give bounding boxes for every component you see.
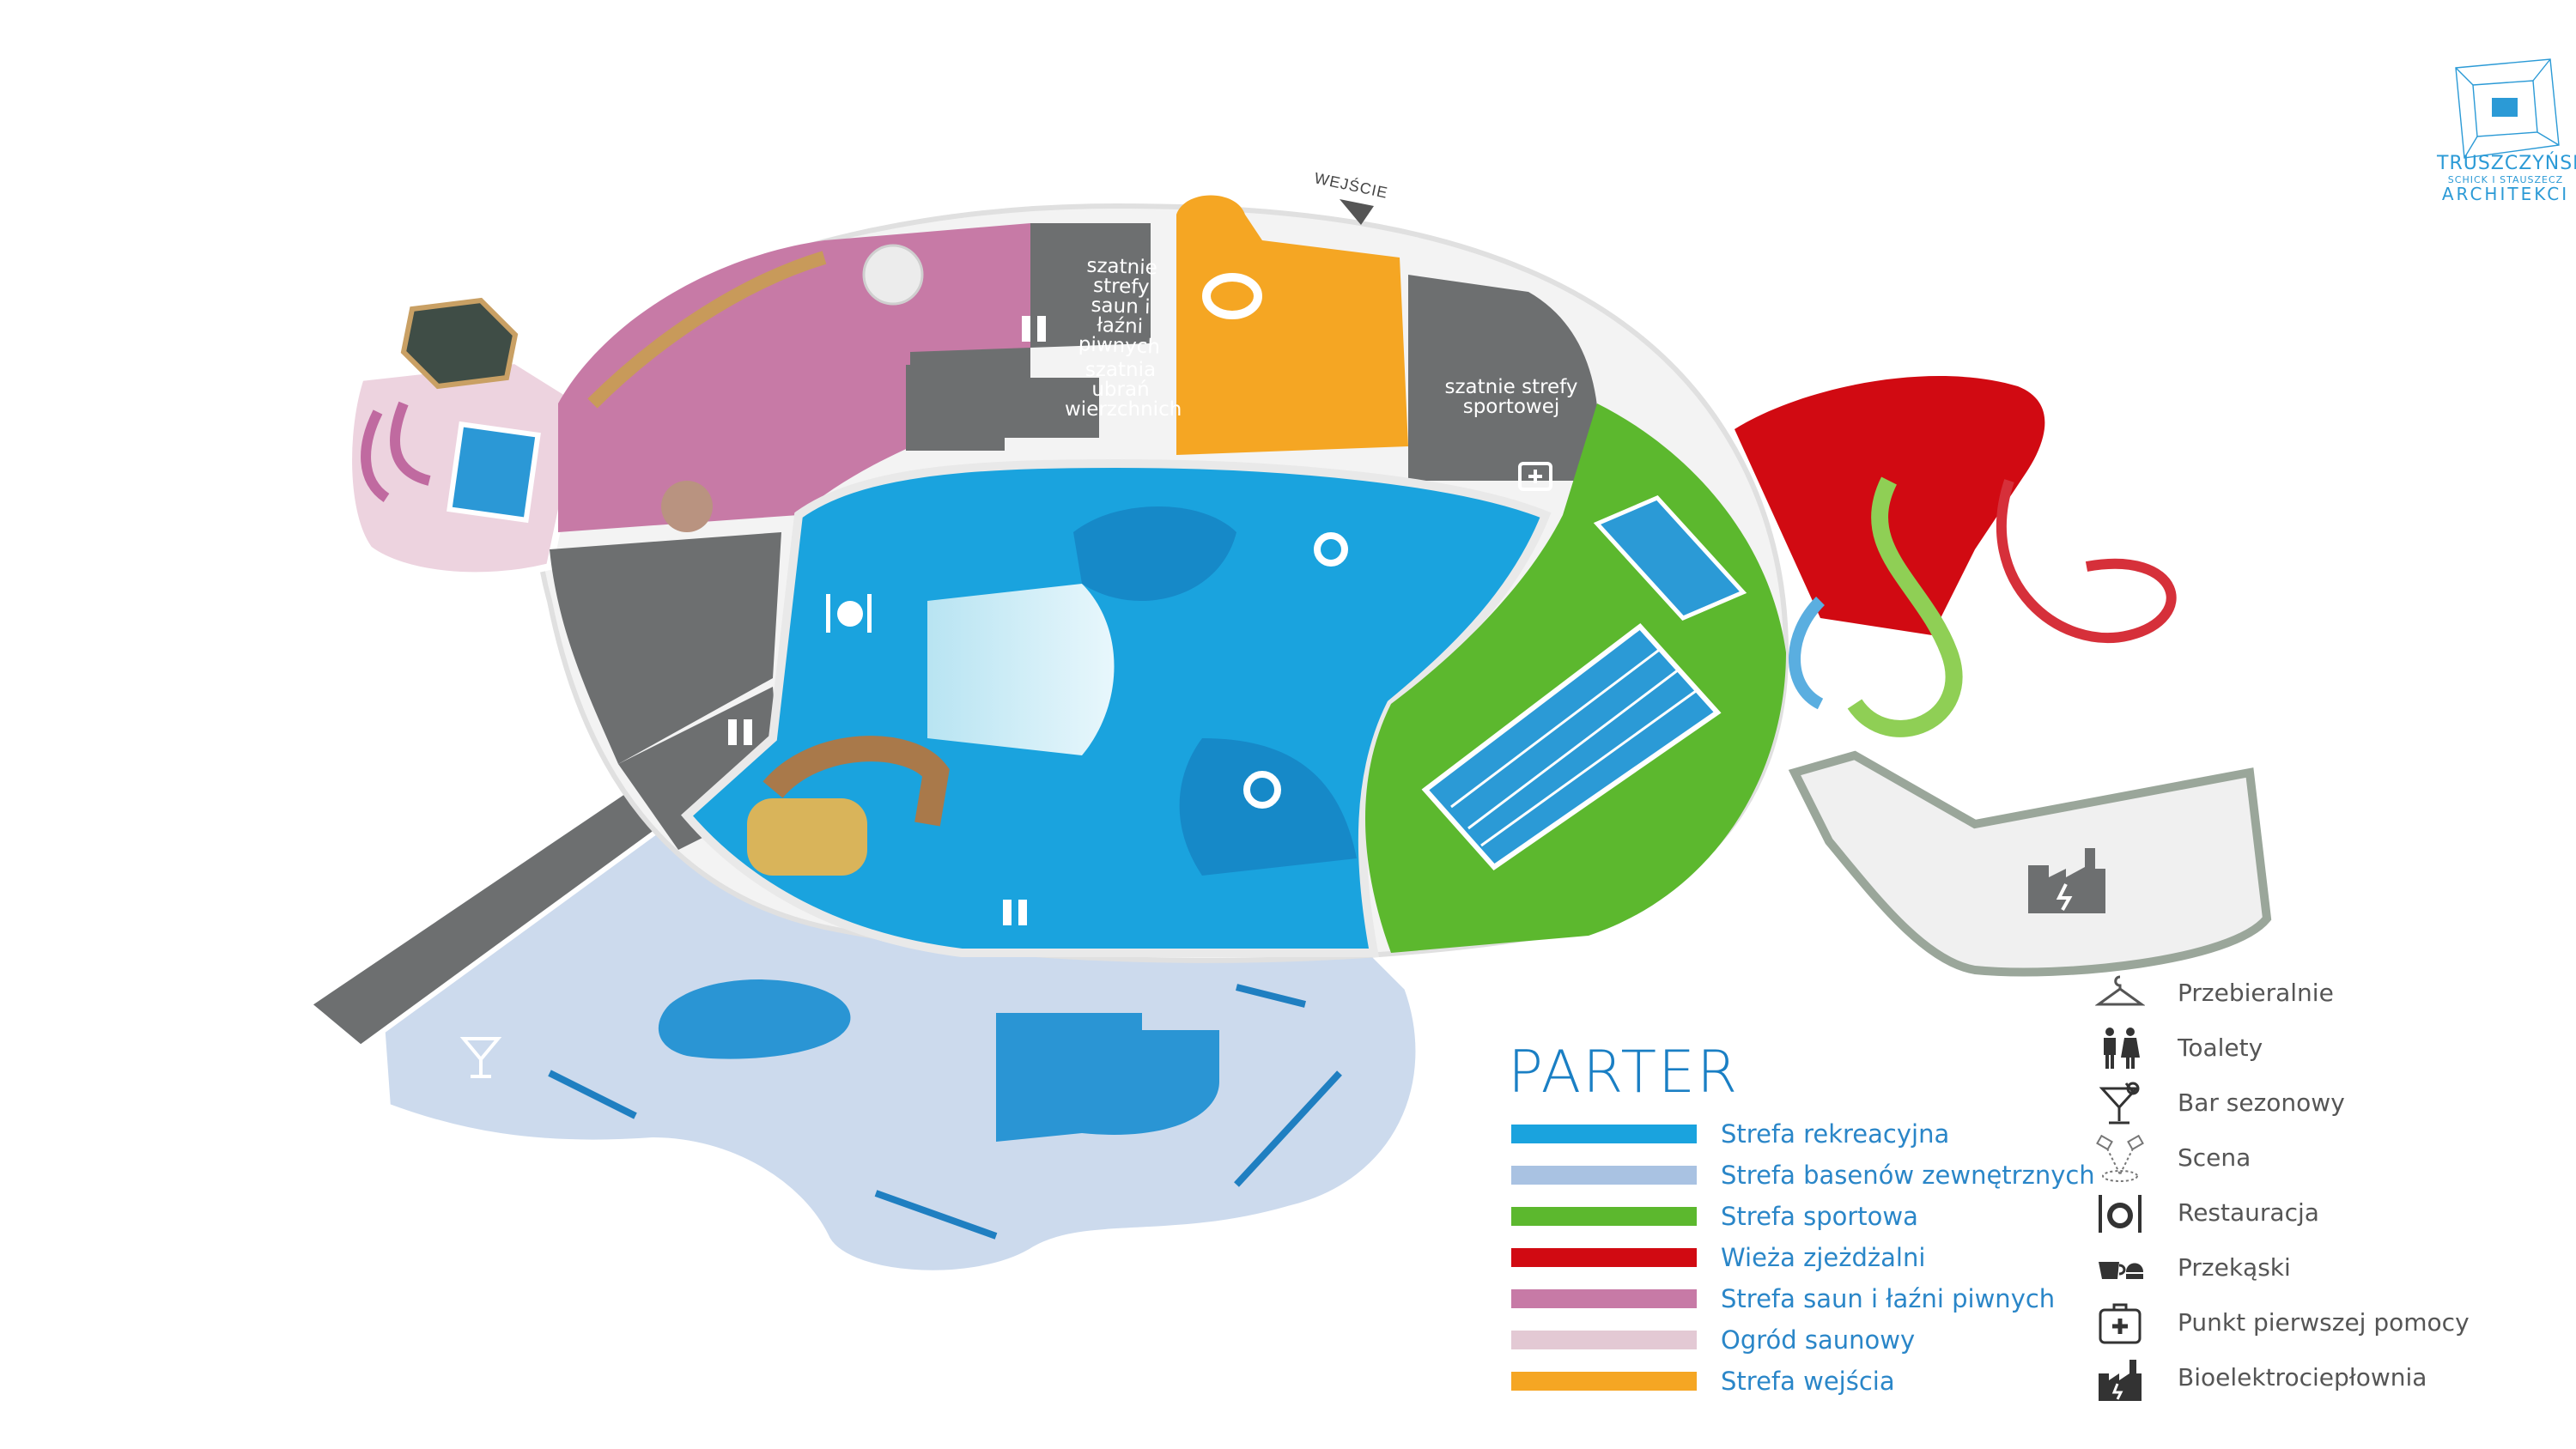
icon-label: Przekąski — [2178, 1253, 2291, 1282]
cocktail-icon-map — [459, 1037, 502, 1078]
sauna-zone — [558, 223, 1030, 532]
restaurant-icon-map — [826, 594, 872, 633]
icon-label: Toalety — [2178, 1034, 2263, 1062]
sport-changing-label: szatnie strefy sportowej — [1444, 376, 1578, 418]
outerwear-changing-label: szatnia ubrań wierzchnich — [1065, 359, 1182, 421]
sauna-changing-label: szatnie strefy saun i łaźni piwnych — [1078, 254, 1161, 359]
icon-label: Przebieralnie — [2178, 979, 2334, 1007]
power-plant-icon — [2099, 1360, 2142, 1401]
hanger-icon — [2095, 975, 2145, 1006]
zone-swatch — [1511, 1248, 1697, 1267]
gazebo — [400, 297, 519, 390]
first-aid-icon-map — [1518, 462, 1552, 491]
zone-label: Strefa rekreacyjna — [1721, 1119, 1950, 1149]
entrance-arrow-icon — [1340, 199, 1374, 225]
toilets-icon — [2104, 1028, 2140, 1069]
zone-label: Strefa wejścia — [1721, 1367, 1895, 1396]
zone-label: Strefa saun i łaźni piwnych — [1721, 1284, 2056, 1313]
zone-swatch — [1511, 1207, 1697, 1226]
zone-label: Wieża zjeżdżalni — [1721, 1243, 1926, 1272]
brand-logo — [2455, 58, 2560, 159]
icon-label: Scena — [2178, 1143, 2251, 1172]
zone-swatch — [1511, 1372, 1697, 1391]
icon-label: Punkt pierwszej pomocy — [2178, 1308, 2470, 1337]
sun-loungers — [548, 984, 1342, 1240]
brand-name: TRUSZCZYŃSKI — [2437, 153, 2576, 174]
zone-label: Ogród saunowy — [1721, 1325, 1916, 1355]
toilets-icon-map — [728, 316, 1046, 925]
first-aid-icon — [2099, 1303, 2142, 1344]
stage-lights-icon — [2096, 1135, 2144, 1182]
zone-swatch — [1511, 1166, 1697, 1185]
power-plant-icon — [2028, 848, 2105, 913]
icon-label: Bar sezonowy — [2178, 1088, 2345, 1117]
zone-swatch — [1511, 1125, 1697, 1143]
slide-tower — [1735, 376, 2045, 635]
entrance-zone — [1176, 195, 1408, 455]
zone-label: Strefa sportowa — [1721, 1202, 1918, 1231]
icon-label: Restauracja — [2178, 1198, 2319, 1227]
zone-label: Strefa basenów zewnętrznych — [1721, 1161, 2095, 1190]
power-plant-area — [1788, 750, 2272, 977]
zone-swatch — [1511, 1289, 1697, 1308]
restaurant-icon — [2099, 1195, 2142, 1233]
zone-swatch — [1511, 1331, 1697, 1349]
snacks-icon — [2099, 1262, 2143, 1279]
icon-label: Bioelektrociepłownia — [2178, 1363, 2427, 1391]
cocktail-icon — [2099, 1082, 2140, 1125]
brand-subtitle: SCHICK I STAUSZECZ — [2447, 174, 2564, 185]
brand-architects: ARCHITEKCI — [2441, 184, 2570, 204]
water-slide — [747, 736, 950, 876]
legend-title: PARTER — [1508, 1039, 1740, 1106]
